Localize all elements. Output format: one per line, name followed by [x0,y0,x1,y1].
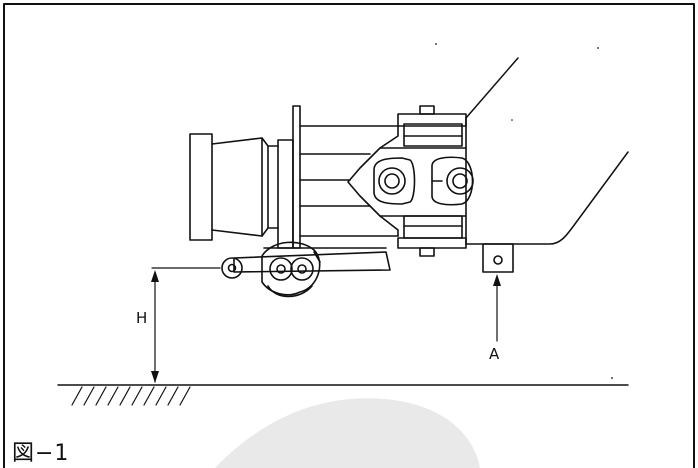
height-dimension [151,267,221,383]
ground [57,384,629,406]
lower-bracket [397,215,467,257]
height-label: H [136,309,148,327]
reference-point-label: A [489,345,500,363]
hitch-housing [189,105,467,249]
figure-caption: 図−1 [12,441,70,466]
hitch-jaw [221,241,391,298]
reference-point-a [482,243,514,342]
watermark-shape [215,398,480,468]
vehicle-body [465,57,629,245]
upper-bracket [397,105,467,147]
pivot-pins [373,156,474,206]
scan-specks [435,43,613,379]
figure-frame [3,3,695,468]
